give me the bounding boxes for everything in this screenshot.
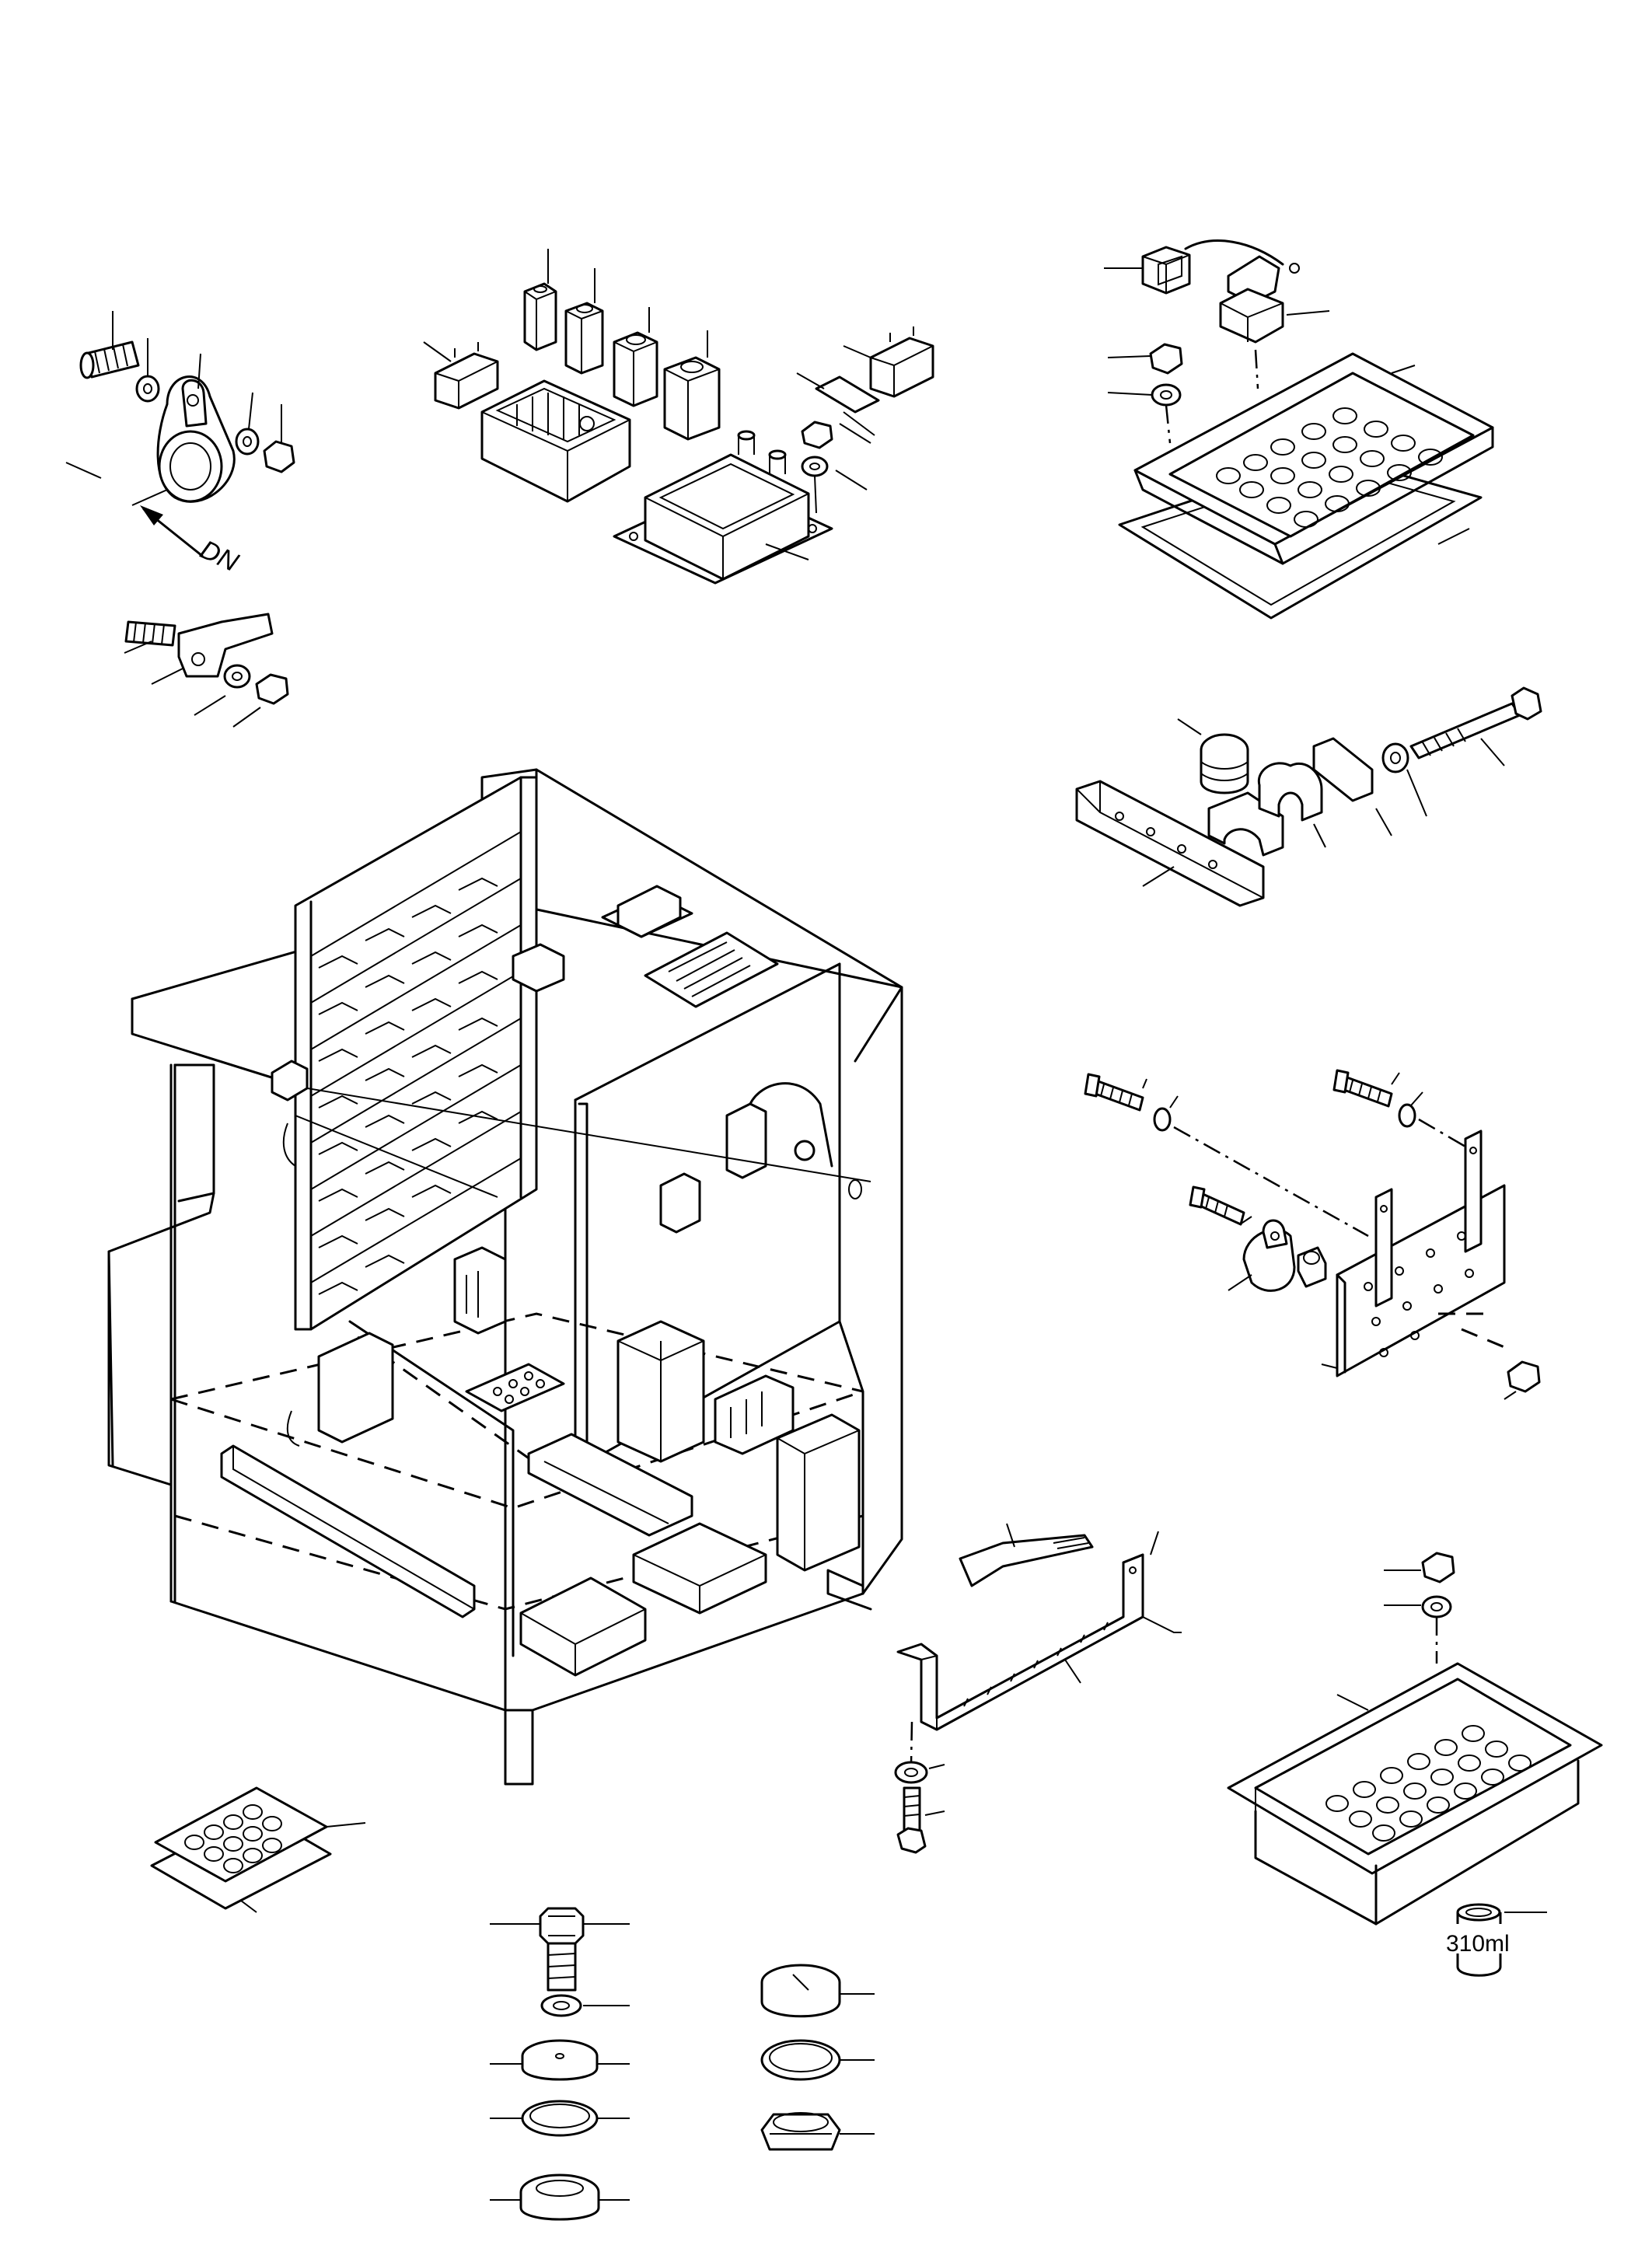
hex-bolt xyxy=(896,1786,927,1854)
direction-label: DN xyxy=(196,535,243,578)
relay xyxy=(523,282,557,351)
bolt xyxy=(1189,1185,1245,1226)
stud-bar xyxy=(1374,1188,1393,1308)
nut xyxy=(263,440,295,473)
cable-tray-bracket xyxy=(896,1553,1144,1731)
relay xyxy=(1219,288,1284,344)
gland-tray-assembly: 310ml xyxy=(1227,1552,1603,1977)
relay-box-assembly xyxy=(423,249,934,585)
gland-tray xyxy=(1227,1662,1603,1926)
stud-bar xyxy=(1464,1130,1483,1253)
washer xyxy=(894,1761,928,1784)
plug-disc xyxy=(521,2039,599,2081)
cable-tray-bracket-assembly xyxy=(894,1523,1182,1854)
clamp-half xyxy=(1257,762,1323,822)
mounted-transformer xyxy=(616,1320,705,1463)
sealant-cartridge-icon xyxy=(1450,1903,1508,1977)
lug-plate xyxy=(177,613,274,678)
washer xyxy=(1398,1103,1416,1128)
bolt xyxy=(1332,1069,1393,1108)
plug-assembly-bolt xyxy=(490,1907,630,2221)
mounted-panel xyxy=(317,1332,394,1444)
hex-bolt xyxy=(539,1907,585,1992)
plug-cap xyxy=(760,1964,841,2018)
stud-bolt xyxy=(79,340,140,379)
cartridge-volume-label: 310ml xyxy=(1446,1931,1510,1957)
relay-socket xyxy=(434,342,499,410)
nut xyxy=(1421,1552,1455,1583)
gland-plate-assembly xyxy=(1104,239,1494,620)
mounting-rail xyxy=(1075,780,1265,907)
mounted-cable-tray xyxy=(632,1522,767,1615)
terminal-block xyxy=(1141,246,1191,295)
terminal-box xyxy=(480,379,631,503)
bolt xyxy=(1084,1073,1144,1112)
mounted-relay xyxy=(659,1082,862,1234)
small-gland-plate-assembly xyxy=(150,1786,366,1913)
cable-clamp-assembly: DN xyxy=(65,311,295,578)
cover-plate xyxy=(815,375,880,414)
relay xyxy=(564,302,604,375)
relay xyxy=(613,331,658,407)
earth-bar-assembly xyxy=(1084,1069,1541,1400)
plug-assembly-cap xyxy=(760,1964,875,2151)
washer xyxy=(1421,1595,1452,1618)
cable-entry-holes xyxy=(1216,407,1443,528)
relay xyxy=(663,356,721,441)
washer xyxy=(135,375,160,403)
rack-frame xyxy=(294,776,538,1331)
bolt xyxy=(768,449,787,474)
mounted-cable-clamp xyxy=(271,1060,309,1102)
sealing-ring xyxy=(760,2039,841,2081)
pipe-clamp-assembly xyxy=(1075,686,1542,907)
mounted-box xyxy=(776,1413,861,1572)
washer xyxy=(540,1994,582,2017)
mounted-gland-plate-small xyxy=(465,1363,565,1412)
nut xyxy=(255,673,289,705)
mounted-tray xyxy=(519,1576,647,1677)
nut xyxy=(1149,343,1183,375)
washer xyxy=(1153,1107,1172,1132)
cable-gland xyxy=(1200,733,1249,794)
lock-nut xyxy=(760,2112,841,2151)
nut xyxy=(1507,1360,1541,1393)
washer xyxy=(801,456,829,477)
cable-tie xyxy=(959,1534,1094,1587)
nut xyxy=(801,421,833,449)
washer xyxy=(1151,383,1182,407)
washer xyxy=(1381,742,1409,773)
sealing-ring xyxy=(521,2100,599,2137)
relay-socket xyxy=(869,326,934,398)
hex-bolt xyxy=(1409,686,1542,759)
earth-lug-assembly xyxy=(124,613,289,728)
mounted-terminal-box xyxy=(453,1246,507,1335)
mounted-gland-box xyxy=(601,885,693,938)
mounted-gland-plate xyxy=(644,931,779,1008)
cabinet-assembly xyxy=(107,768,903,1786)
washer xyxy=(223,664,251,689)
mounted-rail xyxy=(527,1433,693,1537)
cable-clamp xyxy=(1242,1219,1296,1292)
spacer-plate xyxy=(1312,737,1374,802)
bolt xyxy=(737,430,756,455)
gland-box xyxy=(613,430,833,585)
clamp-body xyxy=(156,375,236,503)
plug-base xyxy=(519,2173,600,2221)
direction-arrow-icon xyxy=(140,505,204,557)
washer xyxy=(235,428,260,456)
